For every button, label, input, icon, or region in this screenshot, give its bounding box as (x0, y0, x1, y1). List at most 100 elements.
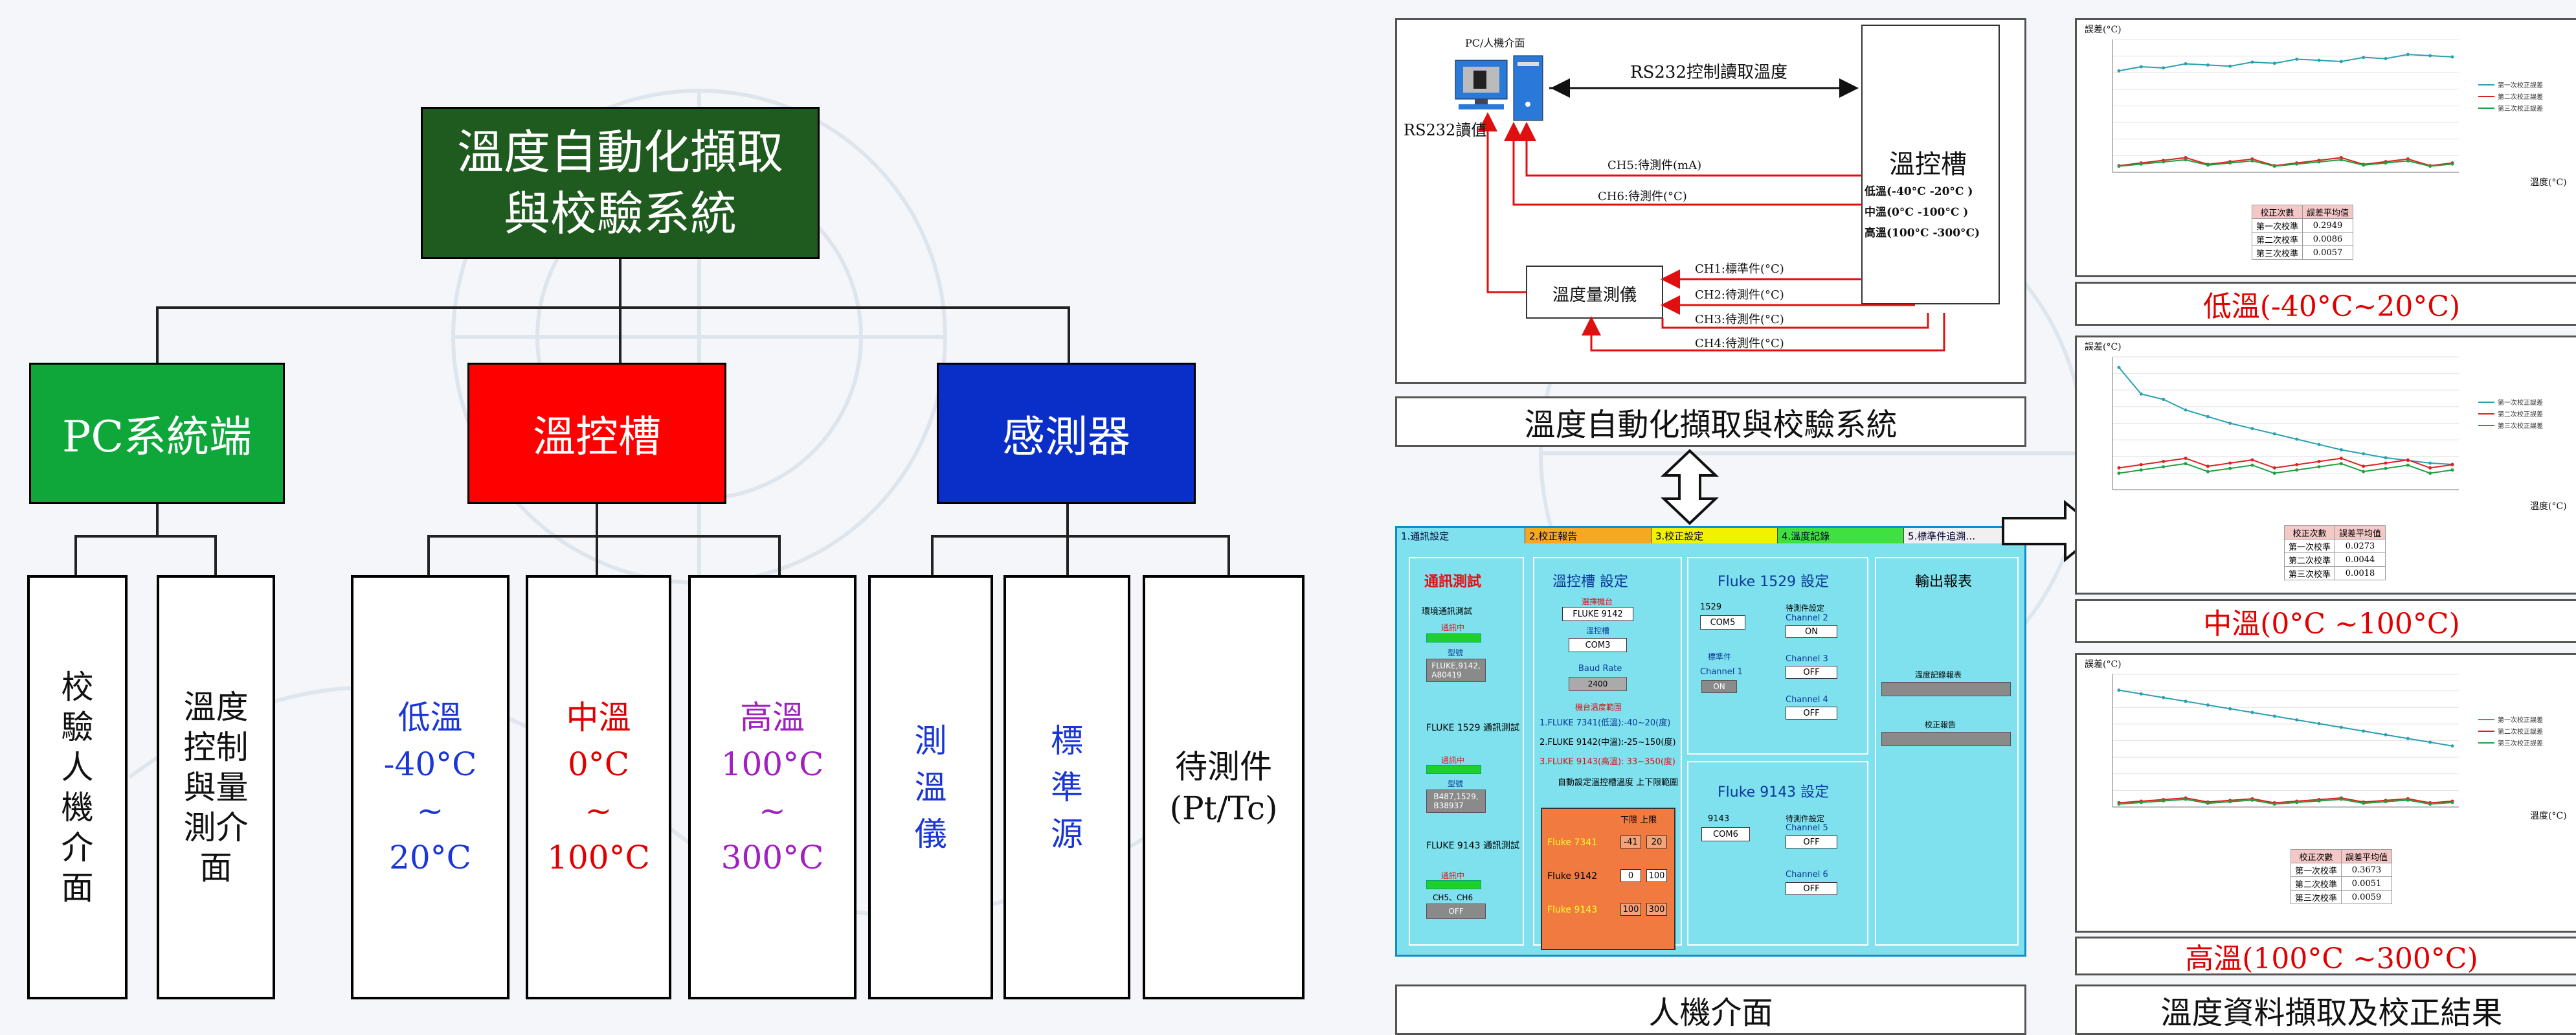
ch1-label: CH1:標準件(°C) (1695, 262, 1784, 276)
series-point (2428, 54, 2432, 58)
series-point (2228, 161, 2232, 165)
series-point (2317, 722, 2321, 725)
series-point (2228, 64, 2232, 68)
series-point (2406, 52, 2410, 56)
series-point (2162, 66, 2166, 70)
limit-2-hi[interactable]: 100 (1646, 869, 1667, 882)
series-point (2384, 733, 2388, 736)
series-point (2272, 432, 2276, 436)
limit-2-lo[interactable]: 0 (1620, 869, 1641, 882)
limit-3-hi[interactable]: 300 (1646, 903, 1667, 916)
f9143-com-field[interactable]: COM6 (1701, 827, 1750, 841)
series-point (2295, 462, 2299, 466)
connector (1227, 535, 1230, 577)
cal-report-button[interactable] (1881, 732, 2011, 746)
ch56-status[interactable]: OFF (1426, 904, 1486, 919)
connector (596, 504, 598, 536)
table-cell: 0.0051 (2341, 876, 2393, 891)
limit-1-lo[interactable]: -41 (1620, 836, 1641, 848)
table-cell: 0.0059 (2341, 890, 2393, 904)
connector (156, 504, 159, 536)
series-point (2250, 427, 2254, 431)
baud-field[interactable]: 2400 (1569, 677, 1627, 691)
leaf-temp-control-ui: 溫度 控制 與量 測介 面 (157, 575, 275, 999)
series-point (2272, 802, 2276, 806)
limit-1-hi[interactable]: 20 (1646, 836, 1667, 848)
series-point (2339, 448, 2343, 451)
table-cell: 第三次校準 (2251, 245, 2303, 260)
series-point (2450, 462, 2454, 466)
channel-4-status[interactable]: OFF (1786, 707, 1837, 720)
legend-label: 第一次校正誤差 (2498, 716, 2543, 724)
leaf-label: 中溫 0°C ~ 100°C (547, 698, 650, 876)
bath-com-field[interactable]: COM3 (1569, 638, 1627, 652)
chart-mid-caption-text: 中溫(0°C ~100°C) (2203, 608, 2460, 641)
series-point (2117, 688, 2121, 692)
series-point (2428, 740, 2432, 744)
comm-status-1: 通訊中 (1441, 623, 1465, 632)
table-head: 校正次數 (2283, 525, 2336, 540)
series-point (2206, 163, 2210, 167)
leaf-standard-source: 標 準 源 (1003, 575, 1130, 999)
series-point (2184, 797, 2188, 801)
channel-6-status[interactable]: OFF (1786, 882, 1837, 895)
bath-model-select[interactable]: FLUKE 9142 (1562, 607, 1633, 621)
table-cell: 第一次校準 (2251, 218, 2303, 233)
channel-2-status[interactable]: ON (1786, 625, 1837, 638)
f9143-label: 9143 (1708, 814, 1730, 824)
schematic-diagram (1455, 25, 2000, 352)
series-point (2250, 159, 2254, 163)
bath-mid: 中溫(0°C -100°C ) (1865, 206, 1969, 219)
series-point (2184, 62, 2188, 66)
channel-3-status[interactable]: OFF (1786, 666, 1837, 679)
series-line (2118, 799, 2453, 805)
env-test-label: 環境通訊測試 (1422, 607, 1473, 617)
connector (619, 306, 622, 365)
series-point (2206, 801, 2210, 805)
temp-report-button[interactable] (1881, 682, 2011, 696)
tab-temp-log[interactable]: 4.溫度記錄 (1778, 528, 1904, 543)
table-cell: 0.0273 (2335, 539, 2386, 553)
series-line (2118, 462, 2453, 474)
series-point (2184, 158, 2188, 162)
leaf-label: 待測件 (Pt/Tc) (1169, 747, 1278, 827)
channel-1-status[interactable]: ON (1701, 680, 1737, 693)
f1529-com-field[interactable]: COM5 (1700, 615, 1745, 630)
legend-label: 第三次校正誤差 (2498, 739, 2543, 747)
table-head: 誤差平均值 (2302, 205, 2354, 219)
series-point (2295, 801, 2299, 804)
comm-test-section (1409, 557, 1524, 946)
tab-report[interactable]: 2.校正報告 (1525, 528, 1652, 543)
leaf-label: 標 準 源 (1051, 722, 1083, 853)
series-point (2450, 801, 2454, 804)
series-point (2272, 165, 2276, 168)
series-point (2228, 461, 2232, 465)
tab-cal-setting[interactable]: 3.校正設定 (1652, 528, 1778, 543)
series-point (2250, 463, 2254, 467)
connector (74, 535, 217, 538)
series-point (2384, 57, 2388, 61)
table-cell: 第三次校準 (2283, 566, 2336, 580)
series-point (2362, 729, 2366, 733)
series-point (2362, 163, 2366, 167)
pc-label: PC/人機介面 (1465, 37, 1525, 49)
series-point (2250, 458, 2254, 462)
model-value-1: FLUKE,9142, A80419 (1426, 659, 1486, 682)
series-point (2428, 466, 2432, 470)
limit-3-lo[interactable]: 100 (1620, 903, 1641, 916)
root-label: 溫度自動化擷取 與校驗系統 (456, 124, 783, 241)
tab-comm[interactable]: 1.通訊設定 (1397, 528, 1525, 543)
legend-label: 第三次校正誤差 (2498, 104, 2543, 113)
table-cell: 第三次校準 (2290, 890, 2342, 904)
series-point (2206, 470, 2210, 473)
channel-5-status[interactable]: OFF (1786, 836, 1837, 848)
results-caption: 溫度資料擷取及校正結果 (2075, 984, 2576, 1035)
rs232-read-label: RS232讀值 (1404, 121, 1487, 139)
series-line (2118, 157, 2453, 166)
table-cell: 0.2949 (2302, 218, 2354, 233)
series-point (2317, 58, 2321, 62)
std-label: 標準件 (1708, 652, 1732, 661)
series-point (2406, 463, 2410, 467)
series-point (2406, 159, 2410, 163)
